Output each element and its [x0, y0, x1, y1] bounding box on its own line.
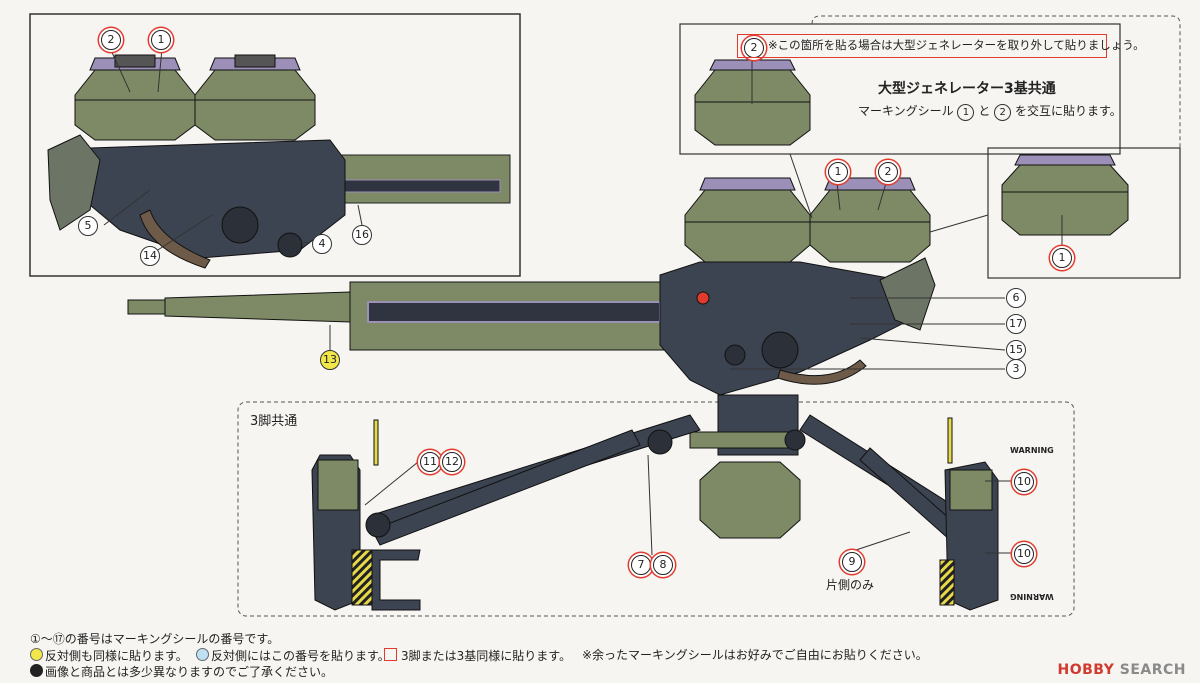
tripod — [311, 394, 1012, 611]
warning-text-bottom: WARNING — [1010, 592, 1054, 601]
generator-note-num-2: 2 — [994, 104, 1012, 121]
blue-dot-icon — [196, 648, 209, 661]
callout-3: 3 — [1006, 359, 1026, 379]
tripod-title: 3脚共通 — [250, 414, 298, 429]
legend-blue: 反対側にはこの番号を貼ります。 — [196, 648, 390, 663]
callout-4: 4 — [312, 234, 332, 254]
legend-yellow: 反対側も同様に貼ります。 — [30, 648, 188, 663]
main-gun — [127, 153, 1006, 396]
dashed-tripod-zone — [237, 401, 1075, 617]
callout-10-upper: 10 — [1014, 472, 1034, 492]
callout-11: 11 — [420, 452, 440, 472]
callout-14: 14 — [140, 246, 160, 266]
inset-box-generator-side — [987, 147, 1181, 279]
callout-15: 15 — [1006, 340, 1026, 360]
callout-17: 17 — [1006, 314, 1026, 334]
generator-note: マーキングシール 1 と 2 を交互に貼ります。 — [858, 104, 1122, 121]
watermark-suffix: SEARCH — [1119, 662, 1186, 678]
callout-2-main: 2 — [878, 162, 898, 182]
dashed-generator-zone — [811, 15, 1181, 150]
callout-1-main: 1 — [828, 162, 848, 182]
inset-gun-closeup — [47, 47, 511, 269]
legend-line-1: ①〜⑰の番号はマーキングシールの番号です。 — [30, 632, 280, 646]
callout-1-side: 1 — [1052, 248, 1072, 268]
warning-text-top: WARNING — [1010, 446, 1054, 455]
legend-blue-text: 反対側にはこの番号を貼ります。 — [211, 649, 390, 663]
watermark-brand: HOBBY — [1057, 662, 1115, 678]
callout-7: 7 — [631, 555, 651, 575]
inset-box-generator-removed — [679, 23, 1121, 155]
legend-yellow-text: 反対側も同様に貼ります。 — [45, 649, 188, 663]
one-side-only: 片側のみ — [826, 578, 875, 592]
callout-10-lower: 10 — [1014, 544, 1034, 564]
legend-red-text: 3脚または3基同様に貼ります。 — [401, 649, 572, 663]
generator-note-num-1: 1 — [957, 104, 975, 121]
callout-13: 13 — [320, 350, 340, 370]
legend-disclaimer-text: 画像と商品とは多少異なりますのでご了承ください。 — [45, 665, 334, 679]
inset-generator-side — [1001, 154, 1129, 248]
red-square-icon — [384, 648, 397, 661]
caution-box — [737, 34, 1107, 58]
inset-box-top-left — [29, 13, 521, 277]
black-dot-icon — [30, 664, 43, 677]
watermark: HOBBY SEARCH — [1058, 662, 1186, 678]
yellow-dot-icon — [30, 648, 43, 661]
callout-1-inset: 1 — [151, 30, 171, 50]
legend-red: 3脚または3基同様に貼ります。 — [384, 648, 571, 663]
callout-9: 9 — [842, 552, 862, 572]
callout-8: 8 — [653, 555, 673, 575]
generator-note-and: と — [978, 104, 991, 118]
generator-title: 大型ジェネレーター3基共通 — [878, 81, 1056, 97]
callout-12: 12 — [442, 452, 462, 472]
callout-16: 16 — [352, 225, 372, 245]
generator-note-prefix: マーキングシール — [858, 104, 954, 118]
legend-disclaimer: 画像と商品とは多少異なりますのでご了承ください。 — [30, 664, 333, 679]
generator-note-suffix: を交互に貼ります。 — [1014, 104, 1122, 118]
inset-generator-removed — [694, 59, 811, 146]
callout-2-inset: 2 — [101, 30, 121, 50]
callout-6: 6 — [1006, 288, 1026, 308]
callout-5: 5 — [78, 216, 98, 236]
generator-caution: ※この箇所を貼る場合は大型ジェネレーターを取り外して貼りましょう。 — [768, 38, 1145, 52]
legend-leftover: ※余ったマーキングシールはお好みでご自由にお貼りください。 — [582, 648, 928, 662]
